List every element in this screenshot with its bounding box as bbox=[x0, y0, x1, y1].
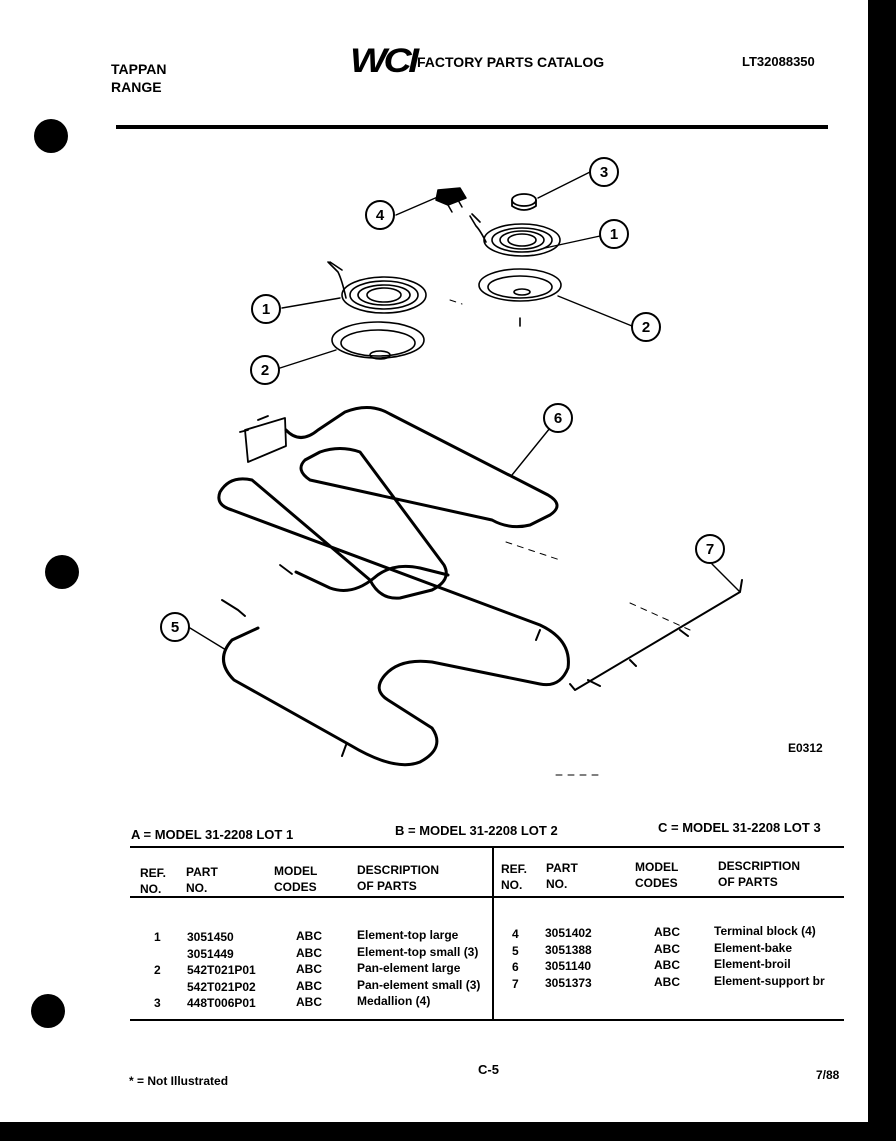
medallion-part bbox=[511, 193, 537, 211]
wci-logo: WCI bbox=[350, 42, 419, 80]
callout-3: 3 bbox=[600, 164, 608, 181]
left-codes-column: ABC ABC ABC ABC ABC bbox=[296, 929, 322, 1009]
table-top-rule bbox=[130, 846, 844, 848]
figure-code: E0312 bbox=[788, 741, 823, 755]
left-top-element bbox=[327, 261, 427, 314]
binder-hole-middle bbox=[45, 555, 79, 589]
bake-element bbox=[221, 564, 541, 757]
header-rule bbox=[116, 125, 828, 129]
brand-line-1: TAPPAN bbox=[111, 61, 167, 77]
callout-2-left: 2 bbox=[261, 362, 269, 379]
brand-line-2: RANGE bbox=[111, 79, 162, 95]
catalog-page: TAPPAN RANGE WCI FACTORY PARTS CATALOG L… bbox=[0, 0, 868, 1122]
callout-2-right: 2 bbox=[642, 319, 650, 336]
left-ref-column: 1 2 3 bbox=[154, 930, 161, 1010]
hdr-ref-right: REF.NO. bbox=[501, 862, 528, 892]
table-header-rule bbox=[130, 896, 844, 898]
right-codes-column: ABC ABC ABC ABC bbox=[654, 925, 680, 989]
callout-bubbles bbox=[160, 157, 725, 642]
model-a: A = MODEL 31-2208 LOT 1 bbox=[131, 827, 294, 842]
callout-7: 7 bbox=[706, 541, 714, 558]
right-ref-column: 4 5 6 7 bbox=[512, 927, 519, 991]
callout-5: 5 bbox=[171, 619, 179, 636]
terminal-block-part bbox=[435, 187, 467, 213]
model-b: B = MODEL 31-2208 LOT 2 bbox=[395, 823, 558, 838]
not-illustrated-note: * = Not Illustrated bbox=[129, 1074, 229, 1088]
left-desc-column: Element-top large Element-top small (3) … bbox=[357, 928, 481, 1008]
binder-hole-top bbox=[34, 119, 68, 153]
exploded-parts-diagram: 4 3 1 2 1 2 6 7 5 bbox=[160, 157, 743, 776]
page-number: C-5 bbox=[478, 1062, 499, 1077]
hdr-ref-left: REF.NO. bbox=[140, 866, 167, 896]
table-bottom-rule bbox=[130, 1019, 844, 1021]
binder-hole-bottom bbox=[31, 994, 65, 1028]
right-drip-pan bbox=[478, 268, 562, 327]
left-drip-pan bbox=[331, 321, 425, 360]
callout-1-left: 1 bbox=[262, 301, 270, 318]
model-c: C = MODEL 31-2208 LOT 3 bbox=[658, 820, 821, 835]
left-part-column: 3051450 3051449 542T021P01 542T021P02 44… bbox=[187, 930, 256, 1010]
broil-element bbox=[217, 406, 570, 767]
right-top-element bbox=[469, 213, 561, 257]
callout-1-right: 1 bbox=[610, 226, 618, 243]
element-support-bracket bbox=[569, 579, 743, 691]
table-divider bbox=[492, 846, 494, 1020]
callout-4: 4 bbox=[376, 207, 385, 224]
callout-6: 6 bbox=[554, 410, 562, 427]
catalog-number: LT32088350 bbox=[742, 54, 815, 69]
catalog-title: FACTORY PARTS CATALOG bbox=[417, 54, 605, 70]
catalog-date: 7/88 bbox=[816, 1068, 840, 1082]
right-desc-column: Terminal block (4) Element-bake Element-… bbox=[714, 924, 825, 988]
right-part-column: 3051402 3051388 3051140 3051373 bbox=[545, 926, 592, 990]
